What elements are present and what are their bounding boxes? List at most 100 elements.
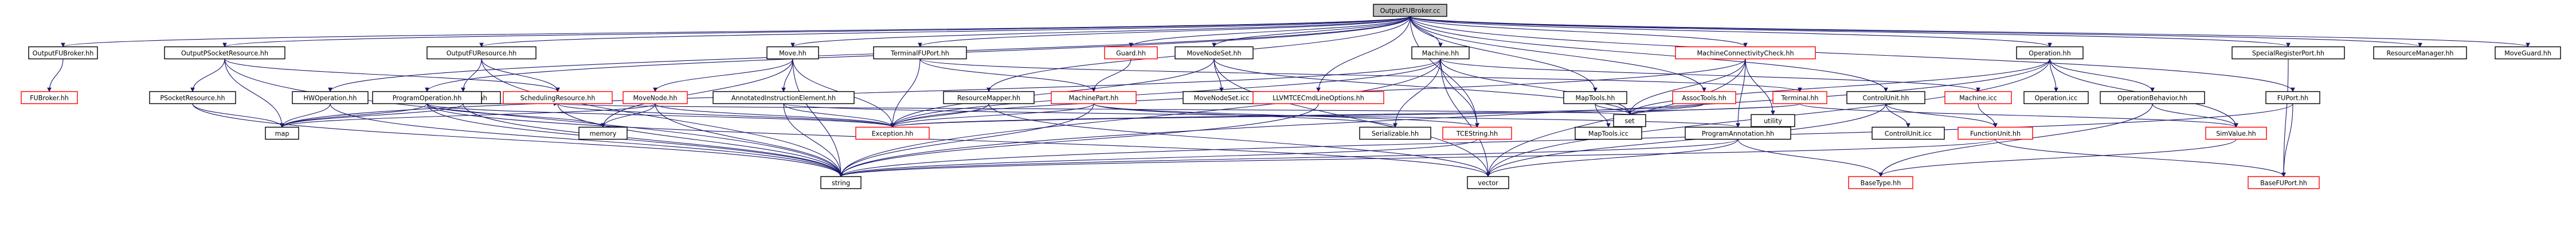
node-terminal-hh[interactable]: Terminal.hh	[1772, 91, 1827, 105]
node-moveguard-hh[interactable]: MoveGuard.hh	[2495, 46, 2561, 60]
node-label: MoveNodeSet.hh	[1187, 50, 1241, 57]
node-box	[2205, 126, 2267, 140]
node-box	[2100, 91, 2205, 105]
node-annotatedinstructionelement-hh[interactable]: AnnotatedInstructionElement.hh	[712, 91, 855, 105]
node-exception-hh[interactable]: Exception.hh	[855, 126, 930, 140]
node-outputfubroker-cc[interactable]: OutputFUBroker.cc	[1373, 3, 1447, 17]
edge-outputfubroker-cc-to-maptools-hh	[1410, 16, 1598, 92]
edge-machine-hh-to-set	[1440, 59, 1632, 115]
edge-maptools-hh-to-maptools-icc	[1595, 103, 1611, 128]
node-maptools-icc[interactable]: MapTools.icc	[1575, 126, 1642, 140]
node-box	[623, 91, 688, 105]
node-llvmtcecmdlineoptions-hh[interactable]: LLVMTCECmdLineOptions.hh	[1252, 91, 1384, 105]
edge-outputfubroker-hh-to-fubroker-hh	[47, 59, 64, 92]
node-resourcemanager-hh[interactable]: ResourceManager.hh	[2373, 46, 2467, 60]
edge-furesource-hh-to-map	[280, 103, 464, 128]
node-label: HWOperation.hh	[304, 95, 357, 102]
edge-guard-hh-to-machinepart-hh	[1091, 59, 1132, 92]
node-hwoperation-hh[interactable]: HWOperation.hh	[292, 91, 369, 105]
node-outputfubroker-hh[interactable]: OutputFUBroker.hh	[28, 46, 98, 60]
edge-terminal-hh-to-exception-hh	[890, 103, 1800, 128]
node-operation-icc[interactable]: Operation.icc	[2023, 91, 2089, 105]
node-box	[1772, 91, 1827, 105]
edge-operation-hh-to-operationbehavior-hh	[2049, 59, 2155, 92]
node-machineconnectivitycheck-hh[interactable]: MachineConnectivityCheck.hh	[1675, 46, 1816, 60]
node-tcestring-hh[interactable]: TCEString.hh	[1442, 126, 1512, 140]
node-maptools-hh[interactable]: MapTools.hh	[1563, 91, 1627, 105]
node-fubroker-hh[interactable]: FUBroker.hh	[21, 91, 78, 105]
edge-programoperation-hh-to-map	[280, 103, 428, 128]
node-serializable-hh[interactable]: Serializable.hh	[1359, 126, 1431, 140]
node-guard-hh[interactable]: Guard.hh	[1104, 46, 1158, 60]
node-box	[1252, 91, 1384, 105]
node-schedulingresource-hh[interactable]: SchedulingResource.hh	[503, 91, 613, 105]
node-resourcemapper-hh[interactable]: ResourceMapper.hh	[943, 91, 1035, 105]
node-movenodeset-icc[interactable]: MoveNodeSet.icc	[1183, 91, 1260, 105]
edge-outputfubroker-cc-to-fuport-hh	[1410, 16, 2295, 92]
node-machine-hh[interactable]: Machine.hh	[1411, 46, 1470, 60]
node-functionunit-hh[interactable]: FunctionUnit.hh	[1958, 126, 2033, 140]
node-label: FUPort.hh	[2277, 95, 2309, 102]
node-programoperation-hh[interactable]: ProgramOperation.hh	[372, 91, 482, 105]
node-label: FUBroker.hh	[30, 95, 69, 102]
edge-outputpsocketresource-hh-to-schedulingresource-hh	[224, 59, 560, 92]
node-box	[855, 126, 930, 140]
node-psocketresource-hh[interactable]: PSocketResource.hh	[149, 91, 236, 105]
node-controlunit-icc[interactable]: ControlUnit.icc	[1872, 126, 1945, 140]
node-label: OutputFUBroker.cc	[1380, 7, 1440, 15]
node-basefuport-hh[interactable]: BaseFUPort.hh	[2248, 176, 2320, 189]
edge-machine-hh-to-map	[280, 59, 1441, 128]
node-label: ProgramOperation.hh	[393, 95, 462, 102]
edge-outputfubroker-cc-to-guard-hh	[1129, 16, 1411, 48]
node-box	[426, 46, 537, 60]
edge-tcestring-hh-to-string	[839, 139, 1478, 177]
edge-movenode-hh-to-map	[280, 103, 656, 128]
node-box	[149, 91, 236, 105]
edge-outputfubroker-cc-to-llvmtcecmdlineoptions-hh	[1316, 16, 1411, 92]
node-basetype-hh[interactable]: BaseType.hh	[1848, 176, 1913, 189]
edge-outputfubroker-cc-to-movenodeset-hh	[1212, 16, 1411, 48]
node-operation-hh[interactable]: Operation.hh	[2016, 46, 2084, 60]
node-fuport-hh[interactable]: FUPort.hh	[2265, 91, 2320, 105]
node-outputpsocketresource-hh[interactable]: OutputPSocketResource.hh	[164, 46, 285, 60]
node-label: Operation.hh	[2029, 50, 2070, 57]
node-box	[372, 91, 482, 105]
node-label: AnnotatedInstructionElement.hh	[731, 95, 836, 102]
edge-annotatedinstructionelement-hh-to-programannotation-hh	[783, 103, 1740, 128]
edge-terminalfuport-hh-to-terminal-hh	[919, 59, 1802, 92]
edge-machinepart-hh-to-serializable-hh	[1093, 103, 1397, 128]
node-simvalue-hh[interactable]: SimValue.hh	[2205, 126, 2267, 140]
node-assoctools-hh[interactable]: AssocTools.hh	[1672, 91, 1736, 105]
node-box	[21, 91, 78, 105]
node-label: ResourceMapper.hh	[957, 95, 1020, 102]
node-outputfuresource-hh[interactable]: OutputFUResource.hh	[426, 46, 537, 60]
edge-schedulingresource-hh-to-exception-hh	[557, 103, 895, 128]
node-specialregisterport-hh[interactable]: SpecialRegisterPort.hh	[2232, 46, 2345, 60]
node-operationbehavior-hh[interactable]: OperationBehavior.hh	[2100, 91, 2205, 105]
edge-simvalue-hh-to-basetype-hh	[1878, 139, 2237, 177]
node-machine-icc[interactable]: Machine.icc	[1944, 91, 2012, 105]
node-label: PSocketResource.hh	[160, 95, 225, 102]
node-terminalfuport-hh[interactable]: TerminalFUPort.hh	[873, 46, 967, 60]
node-movenodeset-hh[interactable]: MoveNodeSet.hh	[1175, 46, 1254, 60]
edge-programannotation-hh-to-basetype-hh	[1737, 139, 1883, 177]
node-label: Exception.hh	[872, 130, 914, 138]
node-box	[1944, 91, 2012, 105]
node-move-hh[interactable]: Move.hh	[766, 46, 819, 60]
node-box	[1672, 91, 1736, 105]
node-box	[1442, 126, 1512, 140]
node-box	[1563, 91, 1627, 105]
edge-outputfubroker-cc-to-machineconnectivitycheck-hh	[1410, 16, 1748, 48]
node-label: OutputFUBroker.hh	[33, 50, 94, 57]
edge-move-hh-to-annotatedinstructionelement-hh	[781, 59, 793, 92]
node-label: MapTools.icc	[1588, 130, 1628, 138]
node-machinepart-hh[interactable]: MachinePart.hh	[1051, 91, 1137, 105]
node-programannotation-hh[interactable]: ProgramAnnotation.hh	[1685, 126, 1791, 140]
node-box	[1751, 114, 1795, 127]
node-movenode-hh[interactable]: MoveNode.hh	[623, 91, 688, 105]
edge-move-hh-to-movenode-hh	[653, 59, 793, 92]
edge-machinepart-hh-to-exception-hh	[890, 103, 1094, 128]
node-label: Machine.hh	[1422, 50, 1459, 57]
node-label: TCEString.hh	[1456, 130, 1498, 138]
node-controlunit-hh[interactable]: ControlUnit.hh	[1846, 91, 1925, 105]
